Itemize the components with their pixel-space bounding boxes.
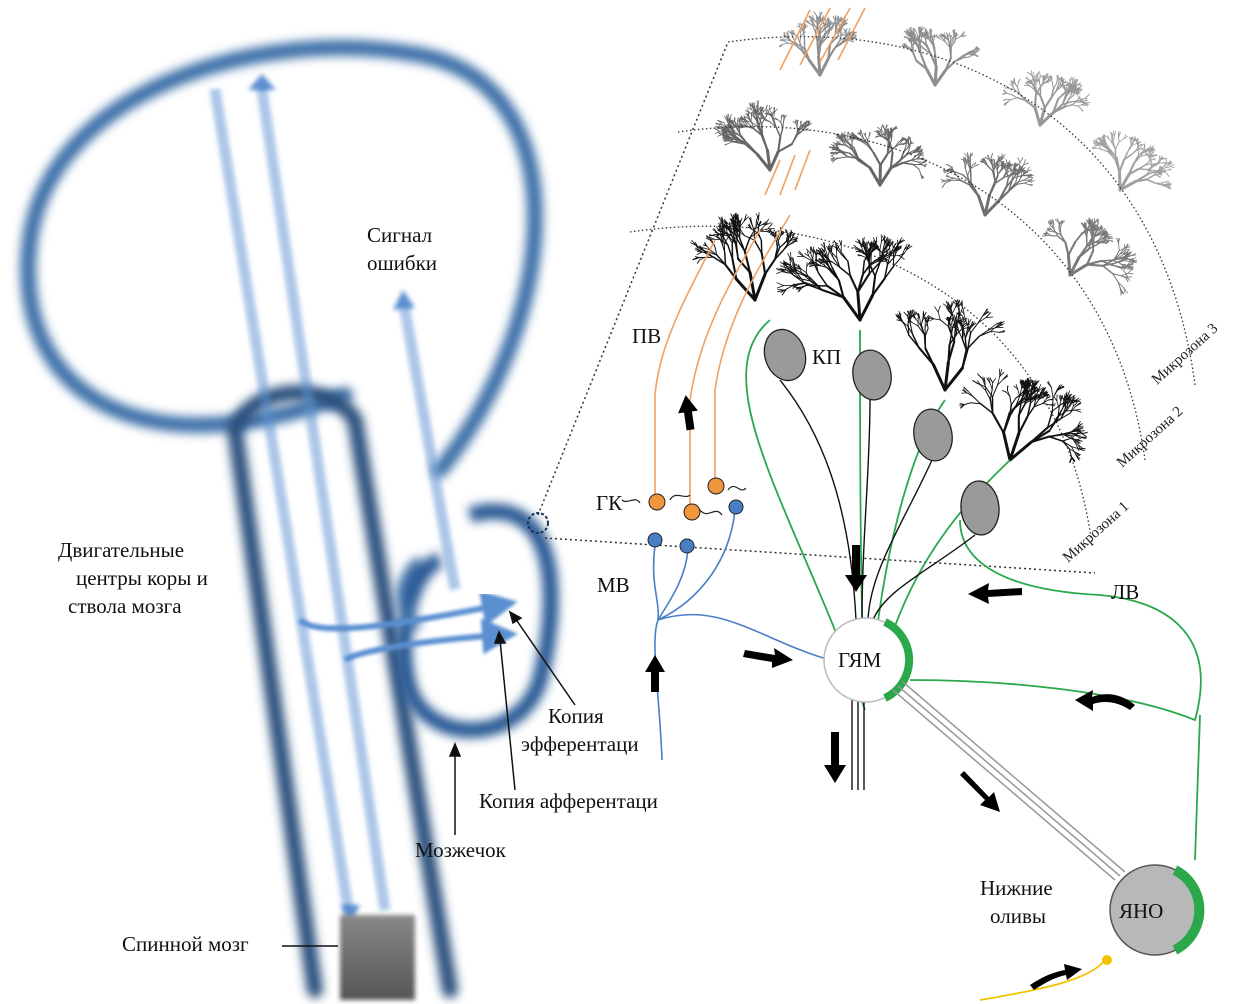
zoom-line-top (538, 42, 728, 515)
purkinje-tree-2 (776, 235, 912, 320)
lv-label: ЛВ (1111, 580, 1139, 604)
nucleus-to-olive-fibers (893, 682, 1125, 880)
yano-label: ЯНО (1119, 899, 1163, 923)
inferior-olive-label-2: оливы (990, 904, 1046, 928)
motor-centers-label-2: центры коры и (76, 566, 208, 590)
purkinje-tree-5 (714, 101, 811, 170)
purkinje-tree-12 (1092, 131, 1174, 190)
purkinje-tree-9 (779, 12, 856, 75)
kp-label: КП (812, 345, 841, 369)
efference-copy-label-1: Копия (548, 704, 604, 728)
efference-copy-label-2: эфферентаци (521, 732, 639, 756)
spinal-cord-label: Спинной мозг (122, 932, 249, 956)
spinal-cord-block (340, 915, 415, 1000)
purkinje-dendrites (691, 12, 1175, 462)
microzone-2-label: Микрозона 2 (1114, 404, 1186, 471)
gk-label: ГК (596, 491, 623, 515)
microzone-3-label: Микрозона 3 (1149, 321, 1221, 388)
afference-copy-label: Копия афферентаци (479, 789, 658, 813)
purkinje-tree-6 (829, 124, 927, 185)
zoom-line-bottom (545, 538, 1095, 573)
gyam-label: ГЯМ (838, 648, 882, 672)
inferior-olive-label-1: Нижние (980, 876, 1053, 900)
purkinje-tree-11 (1003, 71, 1090, 125)
brain-outline (28, 48, 535, 470)
purkinje-tree-7 (941, 152, 1034, 215)
purkinje-tree-4 (960, 369, 1088, 462)
error-signal-label-2: ошибки (367, 251, 437, 275)
motor-centers-label-3: ствола мозга (68, 594, 182, 618)
mv-label: МВ (597, 573, 630, 597)
parallel-fibers (655, 8, 865, 505)
cerebellum-label: Мозжечок (415, 838, 507, 862)
microzone-1-label: Микрозона 1 (1060, 499, 1132, 566)
error-signal-label-1: Сигнал (367, 223, 432, 247)
purkinje-tree-10 (902, 26, 980, 85)
pv-label: ПВ (632, 324, 661, 348)
purkinje-tree-3 (896, 300, 1005, 390)
motor-centers-label-1: Двигательные (58, 538, 184, 562)
